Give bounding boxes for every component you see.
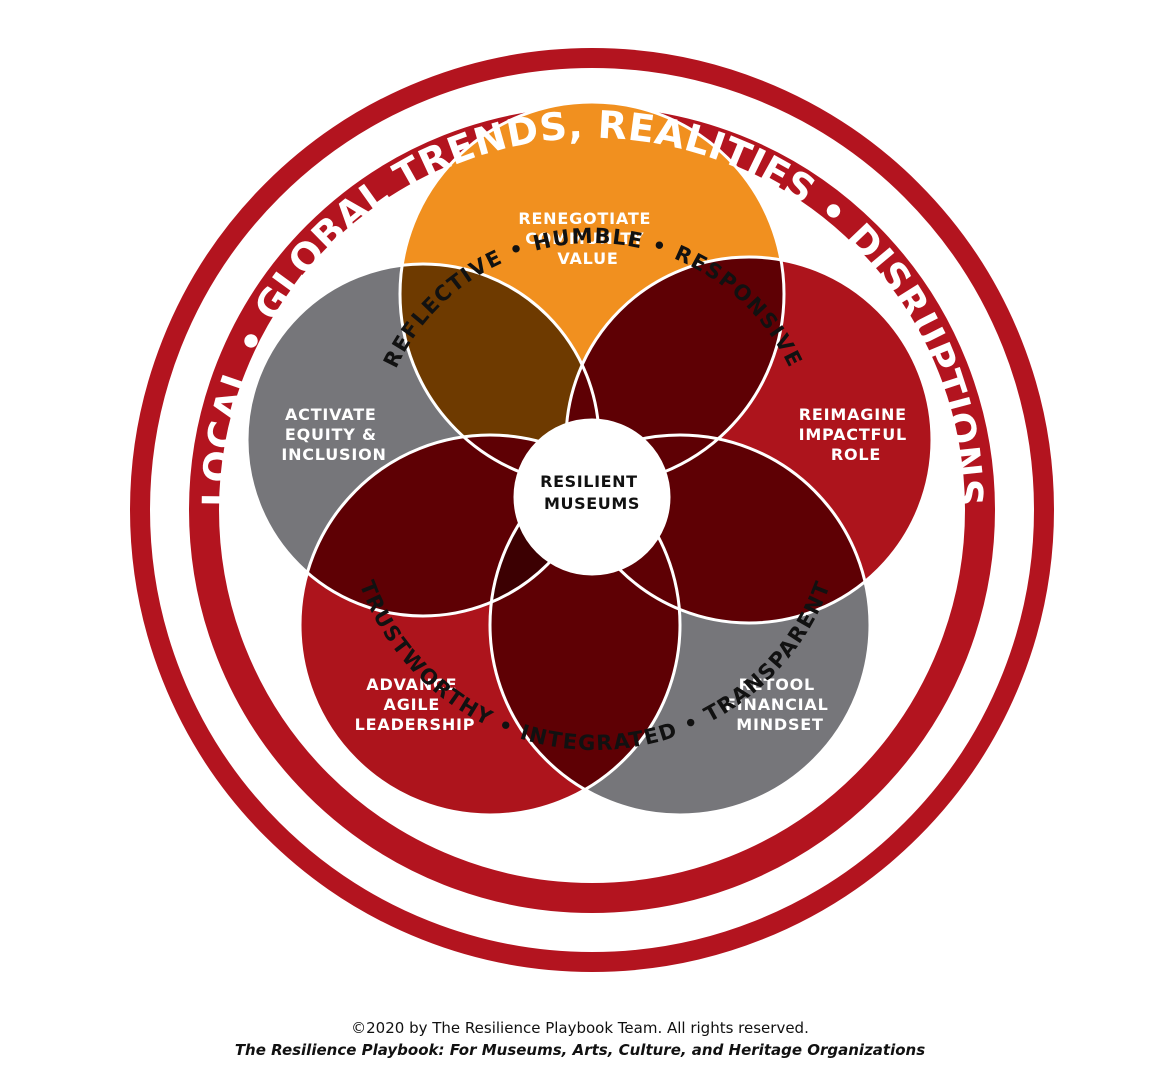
center-circle xyxy=(513,418,671,576)
outer-ring xyxy=(130,48,1054,972)
resilience-diagram: RESILIENT MUSEUMS RENEGOTIATE COMMUNITY … xyxy=(130,48,1054,972)
center-line-1: RESILIENT xyxy=(540,472,638,491)
center-label: RESILIENT MUSEUMS xyxy=(540,472,644,513)
petal-label-top: RENEGOTIATE COMMUNITY VALUE xyxy=(518,209,657,268)
petal-labels: RENEGOTIATE COMMUNITY VALUE REIMAGINE IM… xyxy=(281,209,914,734)
petal-outline-bottom-right xyxy=(488,433,872,817)
petal-label-bottom-right: RETOOL FINANCIAL MINDSET xyxy=(725,675,835,734)
petal-outline-bottom-left xyxy=(298,433,682,817)
center-line-2: MUSEUMS xyxy=(544,494,640,513)
footer-title: The Resilience Playbook: For Museums, Ar… xyxy=(234,1041,926,1059)
petal-label-right: REIMAGINE IMPACTFUL ROLE xyxy=(799,405,914,464)
footer-copyright: ©2020 by The Resilience Playbook Team. A… xyxy=(351,1019,809,1037)
petal-label-bottom-left: ADVANCE AGILE LEADERSHIP xyxy=(355,675,476,734)
petal-label-left: ACTIVATE EQUITY & INCLUSION xyxy=(281,405,386,464)
